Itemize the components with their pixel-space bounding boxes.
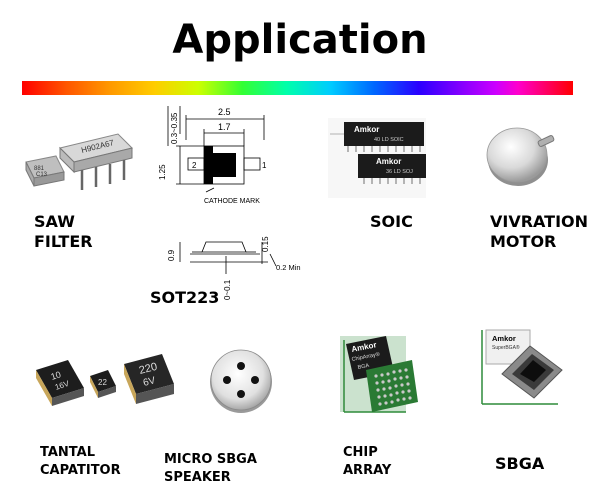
micro-sbga-speaker-image xyxy=(210,349,272,413)
rainbow-divider xyxy=(22,81,573,95)
dim-lead: 0.15 xyxy=(261,236,270,252)
saw-mark-1: 881 xyxy=(34,166,45,172)
tantal-capacitor-image: 10 16V 22 220 6V xyxy=(36,354,174,406)
label-sbga: SBGA xyxy=(495,454,545,473)
dim-standoff: 0~0.1 xyxy=(223,279,232,300)
cap3-voltage: 6V xyxy=(142,375,157,389)
saw-mark-2: C13 xyxy=(36,172,48,178)
label-soic: SOIC xyxy=(370,212,413,231)
dim-inner: 1.7 xyxy=(218,122,231,132)
vibration-motor-image xyxy=(486,127,555,186)
soic-brand-2: Amkor xyxy=(376,157,401,166)
cap1-voltage: 16V xyxy=(54,379,71,392)
cap3-value: 220 xyxy=(138,361,159,377)
soic-brand-1: Amkor xyxy=(354,125,379,134)
label-sot223: SOT223 xyxy=(150,288,220,307)
cap1-value: 10 xyxy=(50,369,63,382)
saw-filter-image: 881 C13 H902A67 xyxy=(25,133,133,190)
dim-top: 2.5 xyxy=(218,107,231,117)
sbga-name: SuperBGA® xyxy=(492,344,520,351)
pin-left: 2 xyxy=(192,161,197,170)
sbga-brand: Amkor xyxy=(492,334,516,343)
dim-body: 0.9 xyxy=(167,249,176,261)
dim-min: 0.2 Min xyxy=(276,263,301,272)
chip-array-image: Amkor ChipArray® BGA xyxy=(340,336,418,413)
dim-vertical: 0.3~0.35 xyxy=(170,112,179,144)
sbga-image: Amkor SuperBGA® xyxy=(481,329,563,405)
soic-image: Amkor 40 LD SOIC Amkor 36 LD SOJ xyxy=(328,118,426,198)
cap2-value: 22 xyxy=(98,378,107,387)
pin-right: 1 xyxy=(262,161,267,170)
cathode-mark-label: CATHODE MARK xyxy=(204,198,260,205)
chip-type: BGA xyxy=(357,363,370,371)
soic-chip-2: 36 LD SOJ xyxy=(386,169,413,175)
cathode-band xyxy=(204,146,213,184)
sot223-drawing: 2.5 1.7 0.3~0.35 1.25 2 1 CATHODE MARK 0… xyxy=(158,106,301,300)
soic-chip-1: 40 LD SOIC xyxy=(374,137,404,143)
page-title: Application xyxy=(172,17,428,63)
dim-height: 1.25 xyxy=(158,164,167,180)
